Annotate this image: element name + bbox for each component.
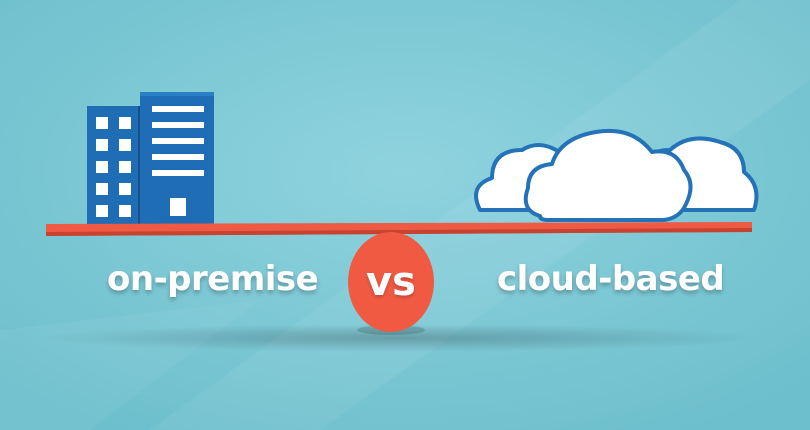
- cloud-based-label: cloud-based: [497, 259, 725, 299]
- seesaw-beam: [46, 222, 752, 236]
- clouds-icon: [474, 128, 759, 222]
- on-premise-label: on-premise: [107, 259, 319, 299]
- vs-label: vs: [366, 259, 416, 305]
- ground-shadow: [40, 324, 760, 352]
- background-light-band: [150, 0, 810, 430]
- office-buildings-icon: [87, 92, 214, 224]
- fulcrum-circle: [348, 232, 434, 335]
